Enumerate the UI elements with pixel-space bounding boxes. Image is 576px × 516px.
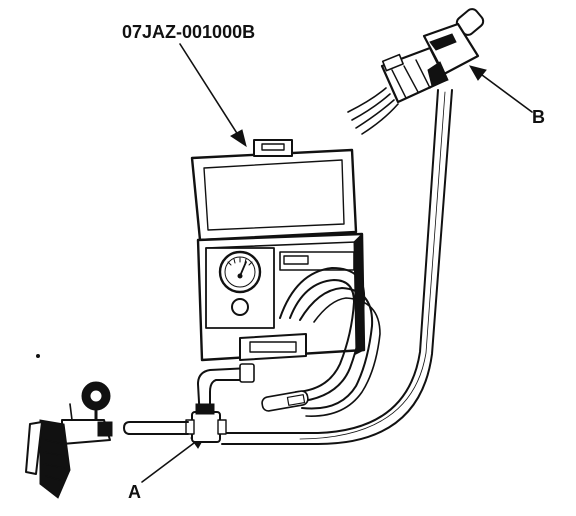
pressure-sensor-b	[347, 8, 485, 135]
stray-dot	[36, 354, 40, 358]
leader-b-arrow	[468, 65, 533, 113]
callout-a-label: A	[128, 482, 141, 502]
hand-pump	[25, 381, 113, 499]
hose-to-sensor	[221, 89, 453, 445]
pump-hose	[123, 421, 189, 435]
t-joint-a	[185, 403, 227, 443]
tester-down-hose	[197, 363, 255, 421]
tester-hose-loops	[261, 267, 381, 417]
tester-case	[190, 139, 366, 362]
tool-part-number-label: 07JAZ-001000B	[122, 22, 255, 42]
callout-b-label: B	[532, 107, 545, 127]
leader-tool-arrow	[179, 43, 247, 148]
